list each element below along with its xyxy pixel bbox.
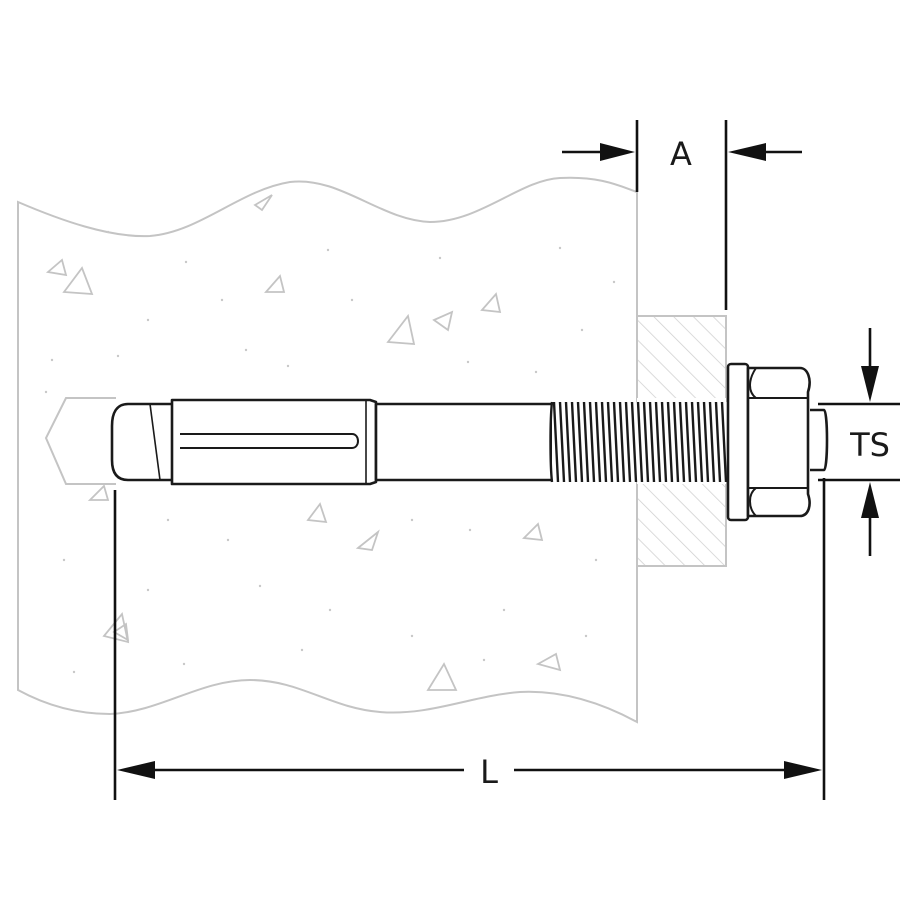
dimension-a-label: A	[670, 135, 692, 173]
drill-hole-tip	[44, 397, 116, 485]
concrete-aggregate	[45, 194, 562, 691]
concrete-speckles	[44, 230, 616, 674]
dimension-a	[562, 120, 802, 310]
dimension-l-arrow-right	[784, 761, 822, 779]
dimension-l	[113, 478, 826, 800]
washer	[726, 362, 750, 522]
dimension-l-label: L	[480, 753, 498, 791]
expansion-clip	[170, 398, 378, 486]
bolt-shank	[374, 402, 554, 482]
bolt-end	[810, 408, 829, 472]
dimension-ts-arrow-bottom	[861, 482, 879, 518]
dimension-a-arrow-right	[728, 143, 766, 161]
dimension-ts	[818, 328, 900, 556]
dimension-a-arrow-left	[600, 143, 635, 161]
bolt-threads	[549, 401, 730, 483]
clip-slot	[180, 433, 359, 449]
dimension-l-arrow-left	[117, 761, 155, 779]
dimension-ts-label: TS	[849, 426, 890, 464]
anchor-bolt	[110, 362, 829, 522]
hex-nut	[746, 366, 811, 518]
bolt-cone	[110, 402, 172, 482]
dimension-ts-arrow-top	[861, 366, 879, 402]
